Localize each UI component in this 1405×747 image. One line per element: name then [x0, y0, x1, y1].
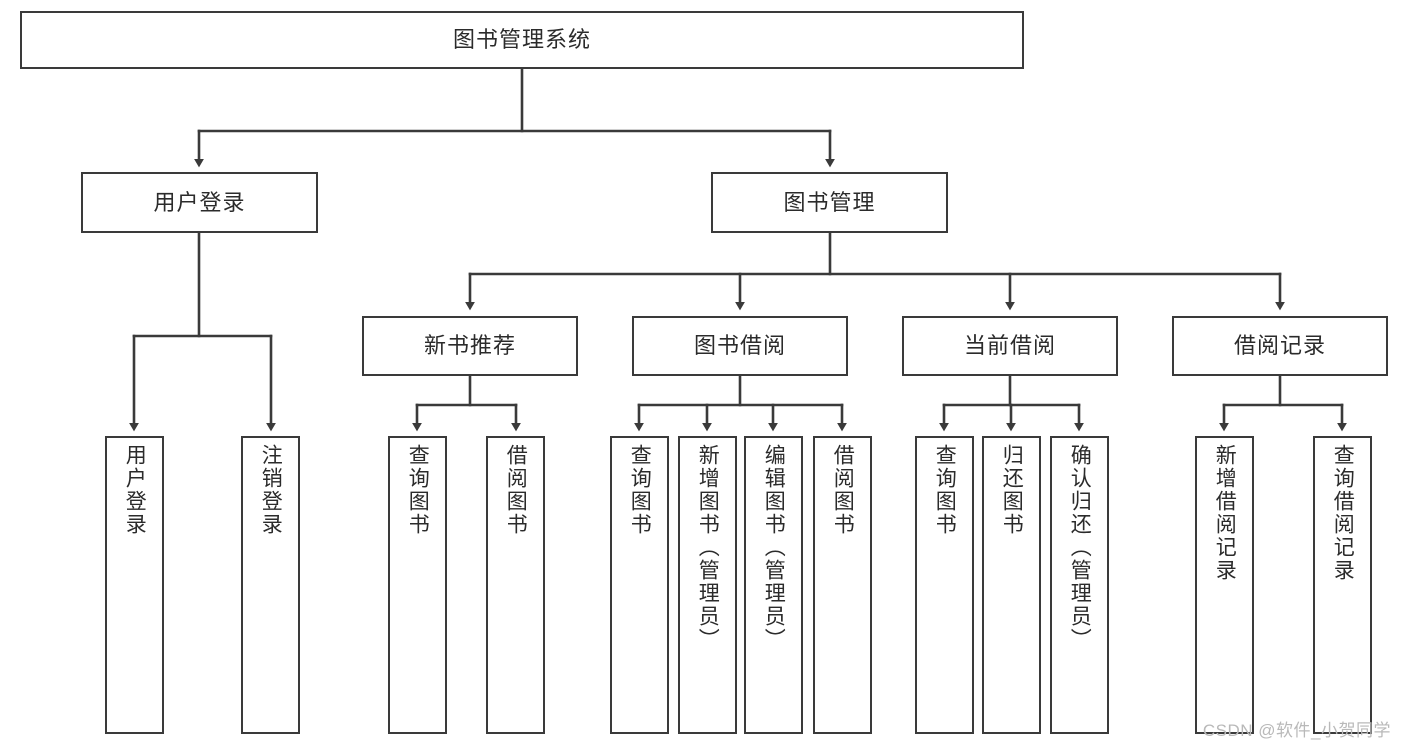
node-label: 新书推荐: [423, 333, 516, 359]
node-user-login[interactable]: 用户登录: [81, 172, 318, 233]
leaf-borrow-add-book-admin[interactable]: 新增图书（管理员）: [678, 436, 737, 734]
leaf-current-return-book[interactable]: 归还图书: [982, 436, 1041, 734]
node-label: 用户登录: [153, 189, 246, 215]
node-book-borrow[interactable]: 图书借阅: [632, 316, 848, 376]
node-label: 借阅记录: [1233, 333, 1326, 359]
node-label: 查询借阅记录: [1331, 444, 1355, 582]
node-label: 图书借阅: [693, 333, 786, 359]
leaf-record-add-record[interactable]: 新增借阅记录: [1195, 436, 1254, 734]
node-label: 查询图书: [628, 444, 652, 536]
node-label: 注销登录: [259, 444, 283, 536]
node-label: 归还图书: [1000, 444, 1024, 536]
node-label: 查询图书: [933, 444, 957, 536]
node-book-management[interactable]: 图书管理: [711, 172, 948, 233]
leaf-recommend-borrow-book[interactable]: 借阅图书: [486, 436, 545, 734]
leaf-borrow-query-book[interactable]: 查询图书: [610, 436, 669, 734]
leaf-borrow-borrow-book[interactable]: 借阅图书: [813, 436, 872, 734]
node-label: 用户登录: [123, 444, 147, 536]
node-label: 借阅图书: [504, 444, 528, 536]
node-label: 图书管理系统: [452, 27, 591, 53]
node-label: 确认归还（管理员）: [1068, 444, 1092, 651]
leaf-current-query-book[interactable]: 查询图书: [915, 436, 974, 734]
node-current-borrow[interactable]: 当前借阅: [902, 316, 1118, 376]
leaf-borrow-edit-book-admin[interactable]: 编辑图书（管理员）: [744, 436, 803, 734]
node-label: 新增借阅记录: [1213, 444, 1237, 582]
node-label: 借阅图书: [831, 444, 855, 536]
leaf-user-login-logout[interactable]: 注销登录: [241, 436, 300, 734]
node-root-book-management-system[interactable]: 图书管理系统: [20, 11, 1024, 69]
node-label: 编辑图书（管理员）: [762, 444, 786, 651]
node-label: 当前借阅: [963, 333, 1056, 359]
leaf-record-query-record[interactable]: 查询借阅记录: [1313, 436, 1372, 734]
node-new-book-recommend[interactable]: 新书推荐: [362, 316, 578, 376]
node-label: 查询图书: [406, 444, 430, 536]
leaf-recommend-query-book[interactable]: 查询图书: [388, 436, 447, 734]
leaf-user-login-login[interactable]: 用户登录: [105, 436, 164, 734]
node-label: 新增图书（管理员）: [696, 444, 720, 651]
leaf-current-confirm-return-admin[interactable]: 确认归还（管理员）: [1050, 436, 1109, 734]
node-borrow-record[interactable]: 借阅记录: [1172, 316, 1388, 376]
csdn-watermark: CSDN @软件_小贺同学: [1202, 721, 1391, 740]
node-label: 图书管理: [783, 189, 876, 215]
